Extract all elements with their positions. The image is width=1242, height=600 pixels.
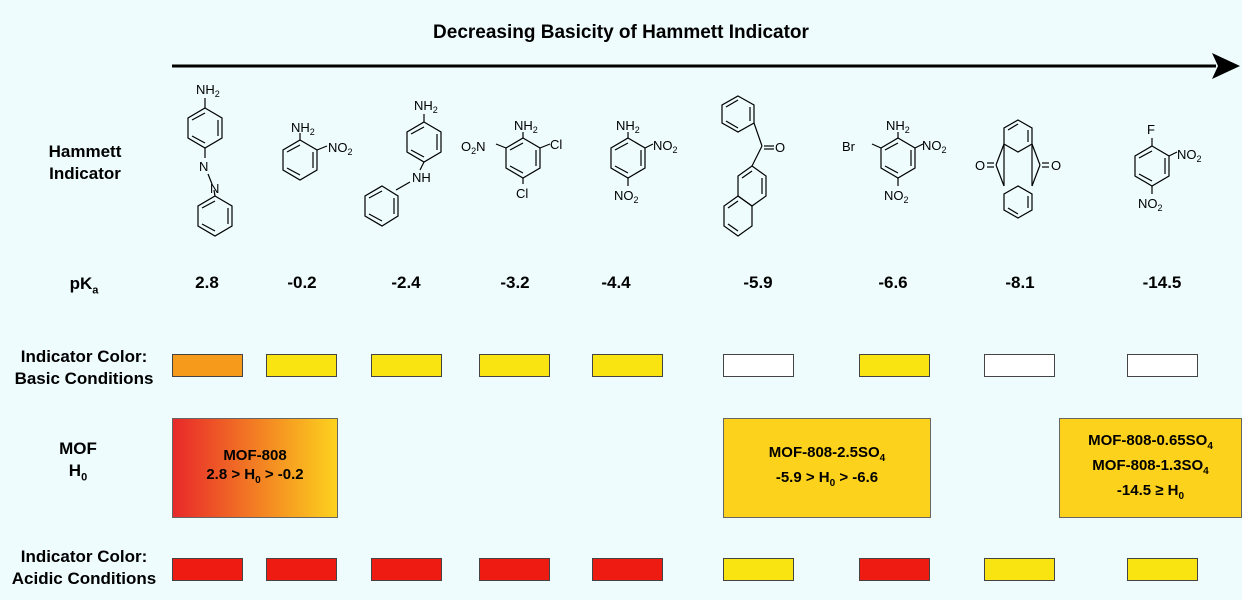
s2-nh2-label: NH2 [291, 120, 315, 137]
pka-value-7: -6.6 [878, 273, 908, 292]
mof-808-range: 2.8 > H0 > -0.2 [206, 466, 304, 486]
row-label-indicator: Hammett Indicator [20, 141, 150, 185]
s4-cl1-label: Cl [550, 137, 562, 152]
s9-no2a-label: NO2 [1177, 147, 1202, 164]
structure-benzoylnaphthalene: O [721, 95, 785, 237]
s8-o2-label: O [1051, 158, 1061, 173]
s9-no2b-label: NO2 [1138, 196, 1163, 213]
basic-color-box-9 [1127, 354, 1198, 377]
diagram-title: Decreasing Basicity of Hammett Indicator [433, 22, 809, 43]
pka-value-8: -8.1 [1005, 273, 1035, 292]
pka-text: pK [69, 274, 93, 293]
pka-sub: a [92, 284, 99, 297]
row-label-basic-line1: Indicator Color: [20, 347, 148, 366]
row-label-acidic: Indicator Color: Acidic Conditions [0, 546, 168, 590]
pka-value-2: -0.2 [287, 273, 317, 292]
basic-color-box-3 [371, 354, 442, 377]
s8-o1-label: O [975, 158, 985, 173]
mof-808-0.65so4-name: MOF-808-0.65SO4 [1088, 431, 1213, 452]
s3-nh-label: NH [412, 170, 431, 185]
structure-nitroaniline: NH2 NO2 [282, 120, 353, 181]
s7-br-label: Br [842, 139, 856, 154]
acidic-color-box-5 [592, 558, 663, 581]
row-label-basic-line2: Basic Conditions [14, 369, 154, 388]
mof-808-0.65so4-range: -14.5 ≥ H0 [1116, 481, 1185, 502]
acidic-color-box-9 [1127, 558, 1198, 581]
row-label-indicator-line2: Indicator [49, 164, 121, 183]
basic-color-box-4 [479, 354, 550, 377]
structure-aminoazobenzene: NH2 N N [187, 82, 233, 237]
mof-808-2.5so4-name: MOF-808-2.5SO4 [768, 444, 886, 464]
acidic-color-box-3 [371, 558, 442, 581]
basic-color-box-6 [723, 354, 794, 377]
basic-color-box-8 [984, 354, 1055, 377]
s9-f-label: F [1147, 122, 1155, 137]
row-label-mof: MOF H0 [30, 438, 126, 488]
row-label-pka: pKa [44, 273, 124, 301]
row-label-acidic-line1: Indicator Color: [20, 547, 148, 566]
s4-nh2-label: NH2 [514, 118, 538, 135]
acidic-color-box-4 [479, 558, 550, 581]
pka-value-6: -5.9 [743, 273, 773, 292]
s4-o2n-label: O2N [461, 139, 486, 156]
s3-nh2-label: NH2 [414, 98, 438, 115]
s5-no2a-label: NO2 [653, 138, 678, 155]
row-label-mof-line1: MOF [59, 439, 97, 458]
s5-nh2-label: NH2 [616, 118, 640, 135]
mof-808-2.5so4-range: -5.9 > H0 > -6.6 [775, 469, 879, 489]
mof-808-name: MOF-808 [223, 447, 287, 464]
s7-no2a-label: NO2 [922, 138, 947, 155]
acidic-color-box-7 [859, 558, 930, 581]
pka-value-9: -14.5 [1142, 273, 1182, 292]
s1-nh2-label: NH2 [196, 82, 220, 99]
row-label-mof-line2: H0 [68, 461, 88, 484]
pka-value-3: -2.4 [391, 273, 421, 292]
acidic-color-box-1 [172, 558, 243, 581]
acidic-color-box-2 [266, 558, 337, 581]
structure-dinitroaniline: NH2 NO2 NO2 [610, 118, 678, 205]
pka-value-4: -3.2 [500, 273, 530, 292]
basic-color-box-7 [859, 354, 930, 377]
mof-808-0.65so4-box: MOF-808-0.65SO4 MOF-808-1.3SO4 -14.5 ≥ H… [1059, 418, 1242, 518]
structure-fluorodinitrobenzene: F NO2 NO2 [1134, 122, 1202, 213]
s6-o-label: O [775, 140, 785, 155]
s1-n1-label: N [199, 159, 208, 174]
acidic-color-box-8 [984, 558, 1055, 581]
s2-no2-label: NO2 [328, 140, 353, 157]
row-label-basic: Indicator Color: Basic Conditions [0, 346, 168, 390]
mof-808-1.3so4-name: MOF-808-1.3SO4 [1092, 456, 1209, 477]
basic-color-box-1 [172, 354, 243, 377]
basic-color-box-5 [592, 354, 663, 377]
s5-no2b-label: NO2 [614, 188, 639, 205]
structure-aminodiphenylamine: NH2 NH [364, 98, 442, 227]
row-label-indicator-line1: Hammett [48, 142, 122, 161]
structure-dichloronitroaniline: NH2 O2N Cl Cl [461, 118, 562, 201]
s7-nh2-label: NH2 [886, 118, 910, 135]
basic-color-box-2 [266, 354, 337, 377]
s4-cl2-label: Cl [516, 186, 528, 201]
pka-value-5: -4.4 [601, 273, 631, 292]
mof-808-2.5so4-box: MOF-808-2.5SO4 -5.9 > H0 > -6.6 [723, 418, 931, 518]
acidic-color-box-6 [723, 558, 794, 581]
row-label-acidic-line2: Acidic Conditions [11, 569, 157, 588]
s7-no2b-label: NO2 [884, 188, 909, 205]
pka-value-1: 2.8 [195, 273, 219, 292]
s1-n2-label: N [210, 181, 219, 196]
structure-anthraquinone: O O [975, 119, 1061, 219]
structure-bromodinitroaniline: Br NH2 NO2 NO2 [842, 118, 947, 205]
mof-808-box: MOF-808 2.8 > H0 > -0.2 [172, 418, 338, 518]
